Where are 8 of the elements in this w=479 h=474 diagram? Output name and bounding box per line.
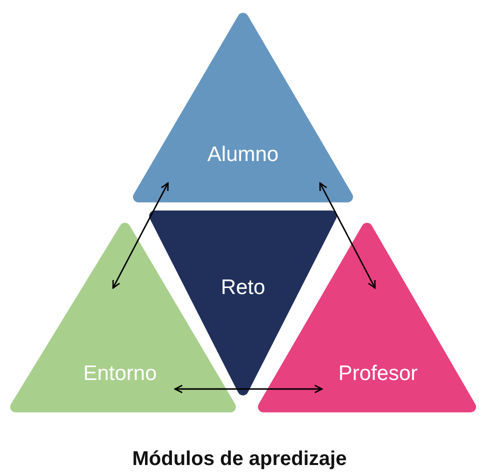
double-arrow <box>174 384 323 394</box>
node-label: Alumno <box>207 143 279 167</box>
diagram-title: Módulos de apredizaje <box>131 448 348 471</box>
node-label: Entorno <box>83 362 157 386</box>
node-label: Reto <box>220 276 266 300</box>
double-arrow <box>319 182 376 289</box>
node-label: Profesor <box>338 362 418 386</box>
double-arrow <box>112 182 169 289</box>
